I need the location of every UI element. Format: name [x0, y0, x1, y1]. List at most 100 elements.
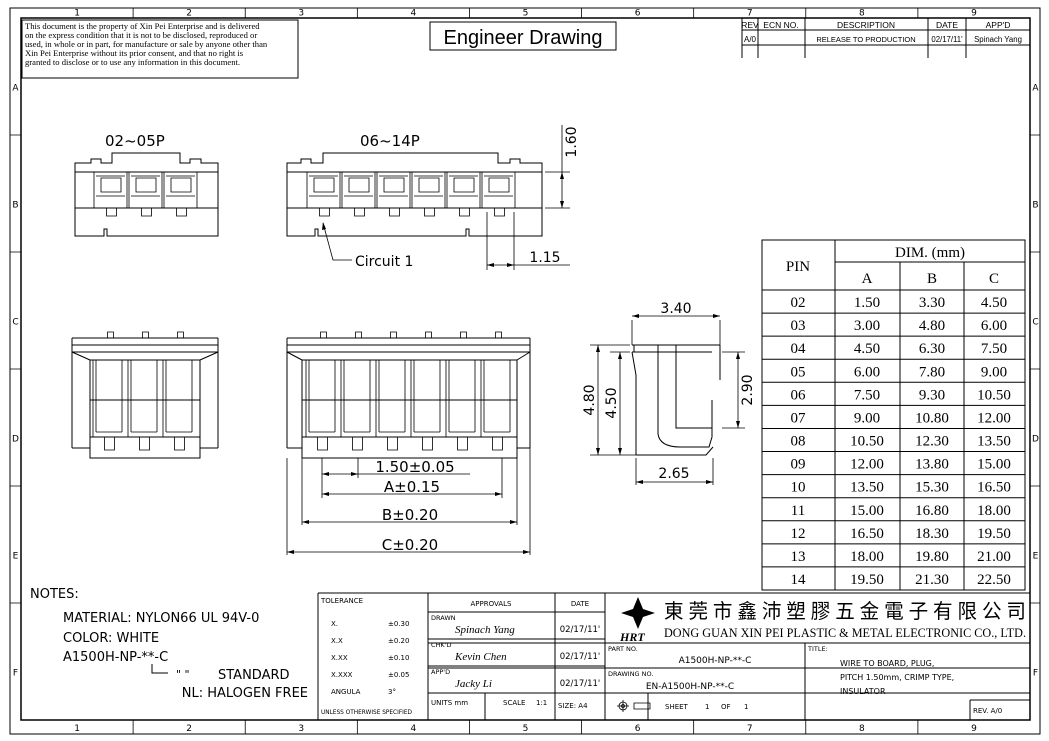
dimension-cell: 19.50 [850, 572, 884, 588]
sheet-label: SHEET [665, 703, 689, 711]
zone-column-label: 4 [411, 9, 417, 19]
tolerance-heading: TOLERANCE [320, 597, 363, 605]
latch-tab [495, 331, 502, 338]
dimension-cell: 22.50 [977, 572, 1011, 588]
pin-count-cell: 02 [791, 295, 806, 311]
pin-count-cell: 08 [791, 434, 806, 450]
rev-value: A/0 [744, 35, 757, 44]
dim-4-80: 4.80 [582, 384, 598, 415]
approval-date: 02/17/11' [560, 625, 601, 635]
dimension-cell: 18.00 [850, 549, 884, 565]
pin-count-cell: 05 [791, 364, 806, 380]
pin-count-cell: 04 [791, 341, 807, 357]
dimension-cell: 10.80 [915, 410, 949, 426]
zone-column-label: 2 [186, 9, 192, 19]
latch-tab [142, 331, 149, 338]
contact-cavity [446, 172, 481, 217]
zone-column-label: 7 [747, 9, 753, 19]
dimension-cell: 13.50 [850, 480, 884, 496]
dimension-cell: 12.00 [977, 410, 1011, 426]
col-c-header: C [989, 271, 999, 287]
zone-row-label: A [12, 84, 19, 94]
zone-row-label: A [1032, 84, 1039, 94]
top-view-large [286, 152, 543, 237]
tolerance-format: X.X [331, 637, 343, 645]
tolerance-format: ANGULA [331, 688, 361, 696]
drawing-title: Engineer Drawing [444, 27, 603, 49]
terminal-slot [375, 360, 406, 451]
note-part-code: A1500H-NP-**-C [63, 650, 168, 665]
tolerance-value: ±0.05 [388, 671, 409, 679]
zone-row-label: D [12, 435, 19, 445]
note-standard: STANDARD [218, 668, 290, 683]
front-dimensions: 1.50±0.05 A±0.15 B±0.20 C±0.20 [286, 448, 531, 555]
outer-frame [9, 7, 1041, 735]
terminal-slot [480, 360, 511, 451]
dimension-cell: 3.30 [919, 295, 945, 311]
notes-heading: NOTES: [30, 587, 79, 602]
dim-1-60: 1.60 [564, 126, 580, 157]
terminal-slot [127, 360, 158, 451]
zone-row-label: D [1032, 435, 1039, 445]
dim-3-40: 3.40 [660, 301, 691, 317]
latch-tab [320, 331, 327, 338]
dimension-cell: 4.80 [919, 318, 945, 334]
large-view-label: 06~14P [360, 132, 420, 150]
sheet-total: 1 [744, 703, 748, 711]
front-view-large [286, 331, 531, 459]
company-logo: HRT [619, 597, 655, 644]
terminal-slot [305, 360, 336, 451]
latch-tab [177, 331, 184, 338]
zone-column-label: 8 [859, 724, 865, 734]
top-view-small [74, 152, 219, 237]
dimension-cell: 7.50 [981, 341, 1007, 357]
terminal-slot [92, 360, 123, 451]
dimension-cell: 16.50 [850, 526, 884, 542]
latch-tab [355, 331, 362, 338]
description-value: RELEASE TO PRODUCTION [816, 35, 915, 44]
zone-column-label: 9 [971, 724, 977, 734]
dimension-cell: 9.00 [854, 410, 880, 426]
tolerance-value: 3° [388, 688, 396, 696]
dimension-cell: 12.00 [850, 457, 884, 473]
pin-count-cell: 14 [791, 572, 807, 588]
company-name-en: DONG GUAN XIN PEI PLASTIC & METAL ELECTR… [664, 626, 1026, 640]
dimension-cell: 1.50 [854, 295, 880, 311]
dimension-cell: 10.50 [977, 387, 1011, 403]
part-no-label: PART NO. [608, 645, 638, 653]
dimension-cell: 6.00 [981, 318, 1007, 334]
note-color: COLOR: WHITE [63, 631, 159, 646]
title-line: WIRE TO BOARD, PLUG, [840, 659, 934, 668]
notice-line: Xin Pei Enterprise without its prior con… [25, 48, 244, 58]
approval-date: 02/17/11' [560, 679, 601, 689]
dim-1-15: 1.15 [529, 250, 560, 266]
dim-a: A±0.15 [384, 478, 440, 496]
notice-line: granted to disclose or to use any inform… [25, 57, 240, 67]
pin-count-cell: 09 [791, 457, 806, 473]
dimension-cell: 4.50 [981, 295, 1007, 311]
notice-line: used, in whole or in part, for manufactu… [25, 39, 268, 49]
dimension-cell: 12.30 [915, 434, 949, 450]
tolerance-format: X. [331, 620, 338, 628]
zone-row-label: E [1033, 552, 1039, 562]
dimension-cell: 9.00 [981, 364, 1007, 380]
zone-row-label: C [1032, 318, 1038, 328]
latch-tab [390, 331, 397, 338]
pin-count-cell: 06 [791, 387, 807, 403]
dimension-cell: 16.80 [915, 503, 949, 519]
zone-column-label: 7 [747, 724, 753, 734]
drawing-no-label: DRAWING NO. [608, 670, 653, 678]
appd-header: APP'D [986, 20, 1011, 30]
zone-column-label: 1 [74, 724, 80, 734]
notice-line: on the express condition that it is not … [25, 30, 257, 40]
approval-role: CHK'D [431, 641, 451, 649]
title-label: TITLE: [807, 645, 828, 653]
scale-label: SCALE [503, 699, 525, 707]
dimension-cell: 21.00 [977, 549, 1011, 565]
pin-count-cell: 10 [791, 480, 806, 496]
contact-cavity [481, 172, 516, 217]
latch-tab [425, 331, 432, 338]
zone-row-label: F [1033, 669, 1038, 679]
